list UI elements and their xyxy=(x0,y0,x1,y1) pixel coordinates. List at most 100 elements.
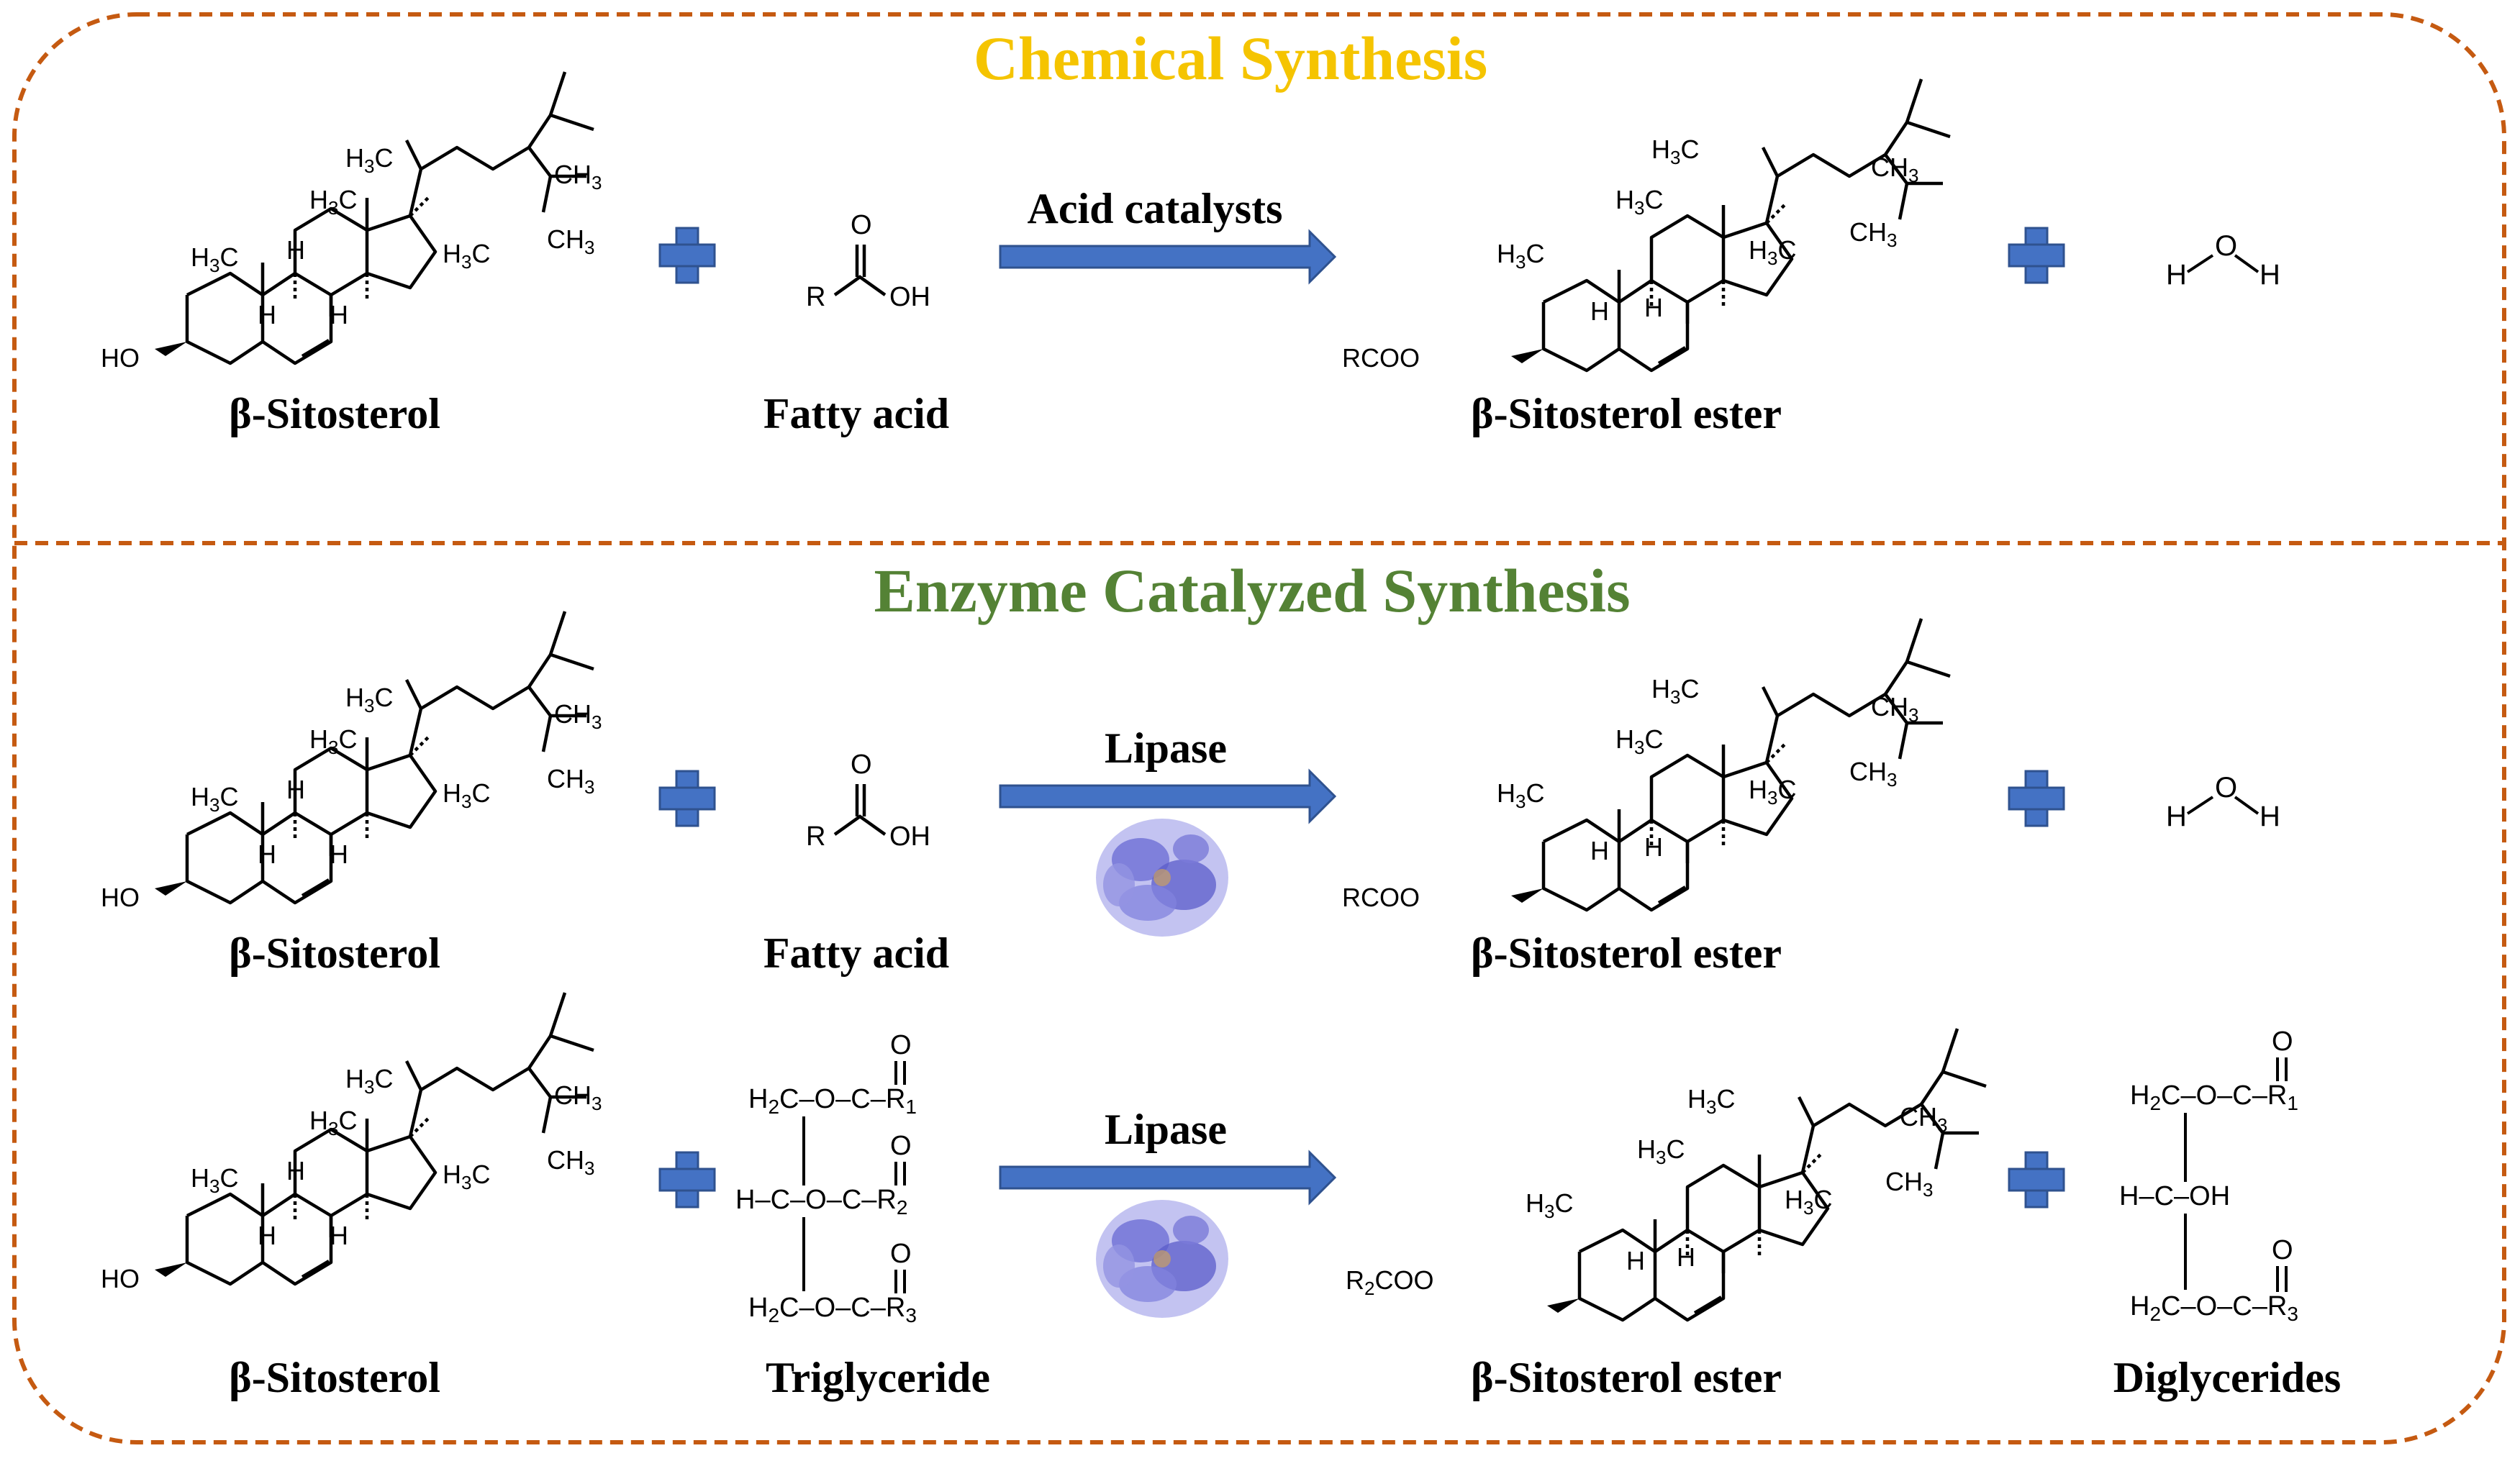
atom-h3c: H3C xyxy=(1687,1084,1735,1118)
atom-r2coo: R2COO xyxy=(1346,1265,1433,1299)
atom-h: H xyxy=(330,300,348,329)
atom-h3c: H3C xyxy=(309,724,357,758)
plus-5 xyxy=(658,1151,716,1209)
atom-h3c: H3C xyxy=(1749,235,1796,269)
atom-o: O xyxy=(851,210,872,240)
atom-h3c: H3C xyxy=(309,185,357,219)
atom-h: H xyxy=(1677,1242,1695,1272)
svg-text:H: H xyxy=(2166,801,2187,832)
atom-h: H xyxy=(1590,836,1609,865)
atom-r: R xyxy=(806,821,825,852)
atom-ch3: CH3 xyxy=(554,699,602,733)
label-fatty-acid-1: Fatty acid xyxy=(763,390,949,437)
atom-h3c: H3C xyxy=(443,1160,490,1193)
plus-6 xyxy=(2008,1151,2065,1209)
water-1: H O H xyxy=(2166,230,2280,291)
atom-h: H xyxy=(1644,293,1663,322)
triglyceride-structure: H2C–O–C–R1 H–C–O–C–R2 H2C–O–C–R3 O O O xyxy=(735,1030,917,1326)
atom-ch3: CH3 xyxy=(547,224,594,258)
atom-h3c: H3C xyxy=(345,1064,393,1098)
svg-text:O: O xyxy=(2215,230,2237,262)
arrow-label-lipase-1: Lipase xyxy=(1105,724,1227,772)
atom-ho: HO xyxy=(101,1264,140,1293)
atom-o: O xyxy=(851,750,872,780)
atom-rcoo: RCOO xyxy=(1342,343,1420,373)
atom-h3c: H3C xyxy=(1615,724,1663,758)
atom-h3c: H3C xyxy=(1497,239,1544,273)
atom-h: H xyxy=(286,775,305,804)
water-2: H O H xyxy=(2166,772,2280,832)
atom-h3c: H3C xyxy=(309,1106,357,1139)
svg-text:H: H xyxy=(2260,801,2280,832)
atom-ch3: CH3 xyxy=(1871,692,1918,726)
atom-h3c: H3C xyxy=(1651,135,1699,168)
row-1: H3C CH3 H3C CH3 H3C H3C H H H HO β-Sitos… xyxy=(101,72,2280,437)
plus-2 xyxy=(2008,227,2065,284)
arrow-label-lipase-2: Lipase xyxy=(1105,1106,1227,1153)
label-ester-2: β-Sitosterol ester xyxy=(1471,929,1782,977)
atom-h3c: H3C xyxy=(191,1163,238,1197)
svg-text:H2C–O–C–R1: H2C–O–C–R1 xyxy=(2130,1080,2298,1114)
atom-h3c: H3C xyxy=(443,239,490,273)
label-triglyceride: Triglyceride xyxy=(766,1354,990,1401)
atom-h: H xyxy=(330,1221,348,1250)
atom-h3c: H3C xyxy=(1637,1134,1685,1168)
label-sitosterol-1: β-Sitosterol xyxy=(229,390,440,437)
atom-h3c: H3C xyxy=(1526,1188,1573,1222)
label-ester-1: β-Sitosterol ester xyxy=(1471,390,1782,437)
svg-text:O: O xyxy=(890,1239,912,1269)
atom-h3c: H3C xyxy=(443,778,490,812)
svg-text:O: O xyxy=(2215,772,2237,804)
arrow-label-acid: Acid catalysts xyxy=(1028,185,1283,232)
sitosterol-structure-2 xyxy=(155,611,594,903)
row-3: H3C CH3 H3C CH3 H3C H3C H H H HO β-Sitos… xyxy=(101,993,2341,1401)
svg-text:H: H xyxy=(2260,259,2280,291)
reaction-arrow-2 xyxy=(999,768,1337,824)
plus-3 xyxy=(658,770,716,827)
row-2: H3C CH3 H3C CH3 H3C H3C H H H HO β-Sitos… xyxy=(101,611,2280,977)
svg-text:O: O xyxy=(2272,1235,2293,1265)
atom-h: H xyxy=(1626,1246,1645,1275)
atom-h3c: H3C xyxy=(1651,674,1699,708)
atom-h3c: H3C xyxy=(1497,778,1544,812)
reaction-arrow-3 xyxy=(999,1150,1337,1206)
sitosterol-structure-1 xyxy=(155,72,594,363)
atom-h3c: H3C xyxy=(1615,185,1663,219)
atom-ch3: CH3 xyxy=(547,1145,594,1179)
atom-h3c: H3C xyxy=(1785,1185,1832,1219)
enzyme-title: Enzyme Catalyzed Synthesis xyxy=(874,556,1630,625)
atom-h3c: H3C xyxy=(191,782,238,816)
atom-h: H xyxy=(330,839,348,869)
atom-h3c: H3C xyxy=(1749,775,1796,809)
label-sitosterol-3: β-Sitosterol xyxy=(229,1354,440,1401)
atom-ch3: CH3 xyxy=(1871,153,1918,186)
svg-text:H–C–OH: H–C–OH xyxy=(2119,1181,2230,1211)
atom-h3c: H3C xyxy=(345,683,393,716)
chemical-title: Chemical Synthesis xyxy=(974,24,1487,93)
svg-text:H–C–O–C–R2: H–C–O–C–R2 xyxy=(735,1185,907,1219)
atom-h: H xyxy=(286,1156,305,1185)
atom-ho: HO xyxy=(101,883,140,912)
diglyceride-structure: H2C–O–C–R1 H–C–OH H2C–O–C–R3 O O xyxy=(2119,1027,2298,1325)
atom-h: H xyxy=(258,839,276,869)
atom-ch3: CH3 xyxy=(554,160,602,194)
atom-r: R xyxy=(806,282,825,312)
label-diglycerides: Diglycerides xyxy=(2113,1354,2342,1401)
atom-ch3: CH3 xyxy=(1849,217,1897,251)
atom-h3c: H3C xyxy=(191,242,238,276)
atom-h: H xyxy=(258,1221,276,1250)
svg-text:H2C–O–C–R3: H2C–O–C–R3 xyxy=(2130,1291,2298,1325)
svg-text:O: O xyxy=(890,1030,912,1060)
atom-ho: HO xyxy=(101,343,140,373)
plus-1 xyxy=(658,227,716,284)
label-ester-3: β-Sitosterol ester xyxy=(1471,1354,1782,1401)
svg-text:H2C–O–C–R3: H2C–O–C–R3 xyxy=(748,1293,917,1326)
svg-text:O: O xyxy=(2272,1027,2293,1057)
atom-ch3: CH3 xyxy=(1885,1167,1933,1201)
atom-ch3: CH3 xyxy=(1849,757,1897,791)
atom-ch3: CH3 xyxy=(1900,1102,1947,1136)
plus-4 xyxy=(2008,770,2065,827)
sitosterol-structure-3 xyxy=(155,993,594,1284)
svg-text:H: H xyxy=(2166,259,2187,291)
